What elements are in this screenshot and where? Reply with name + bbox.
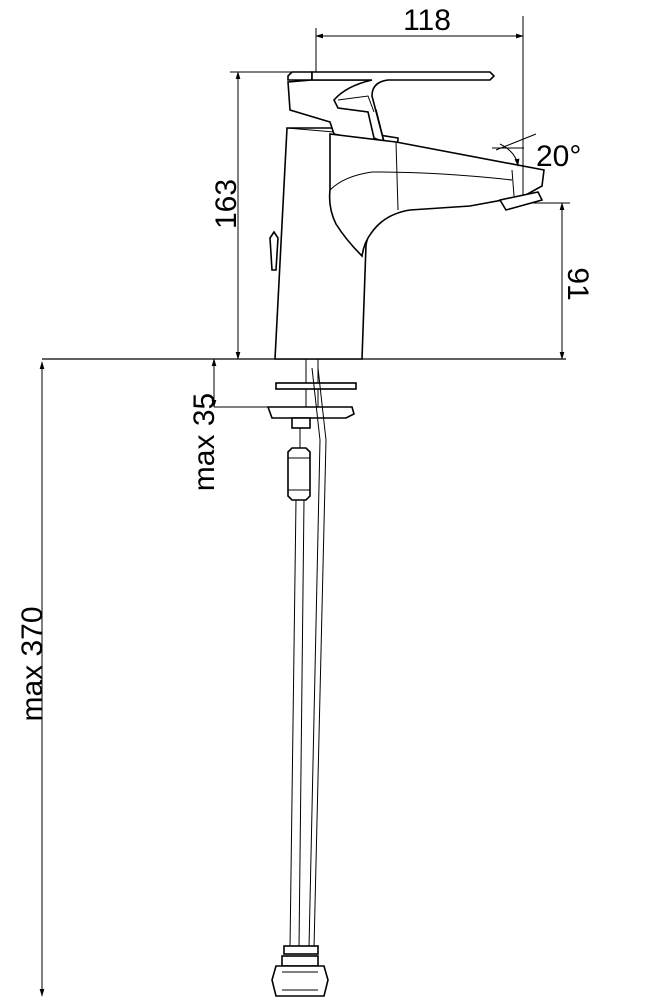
dimension-hose-length-label: max 370 — [16, 606, 49, 721]
dimension-deck-thickness-label: max 35 — [188, 393, 221, 491]
dimension-spout-reach-label: 118 — [403, 4, 451, 37]
dimension-hose-length: max 370 — [16, 361, 49, 997]
dimension-total-height-label: 163 — [210, 179, 243, 229]
dimension-spout-height: 91 — [530, 202, 594, 360]
dimension-spout-angle: 20° — [492, 133, 581, 173]
dimension-spout-height-label: 91 — [561, 267, 594, 300]
dimension-deck-thickness: max 35 — [188, 358, 268, 491]
faucet-body — [269, 71, 545, 360]
dimension-total-height: 163 — [210, 71, 300, 360]
dimension-spout-reach: 118 — [315, 4, 524, 195]
dimension-spout-angle-label: 20° — [536, 140, 581, 173]
mounting-kit — [266, 359, 357, 997]
